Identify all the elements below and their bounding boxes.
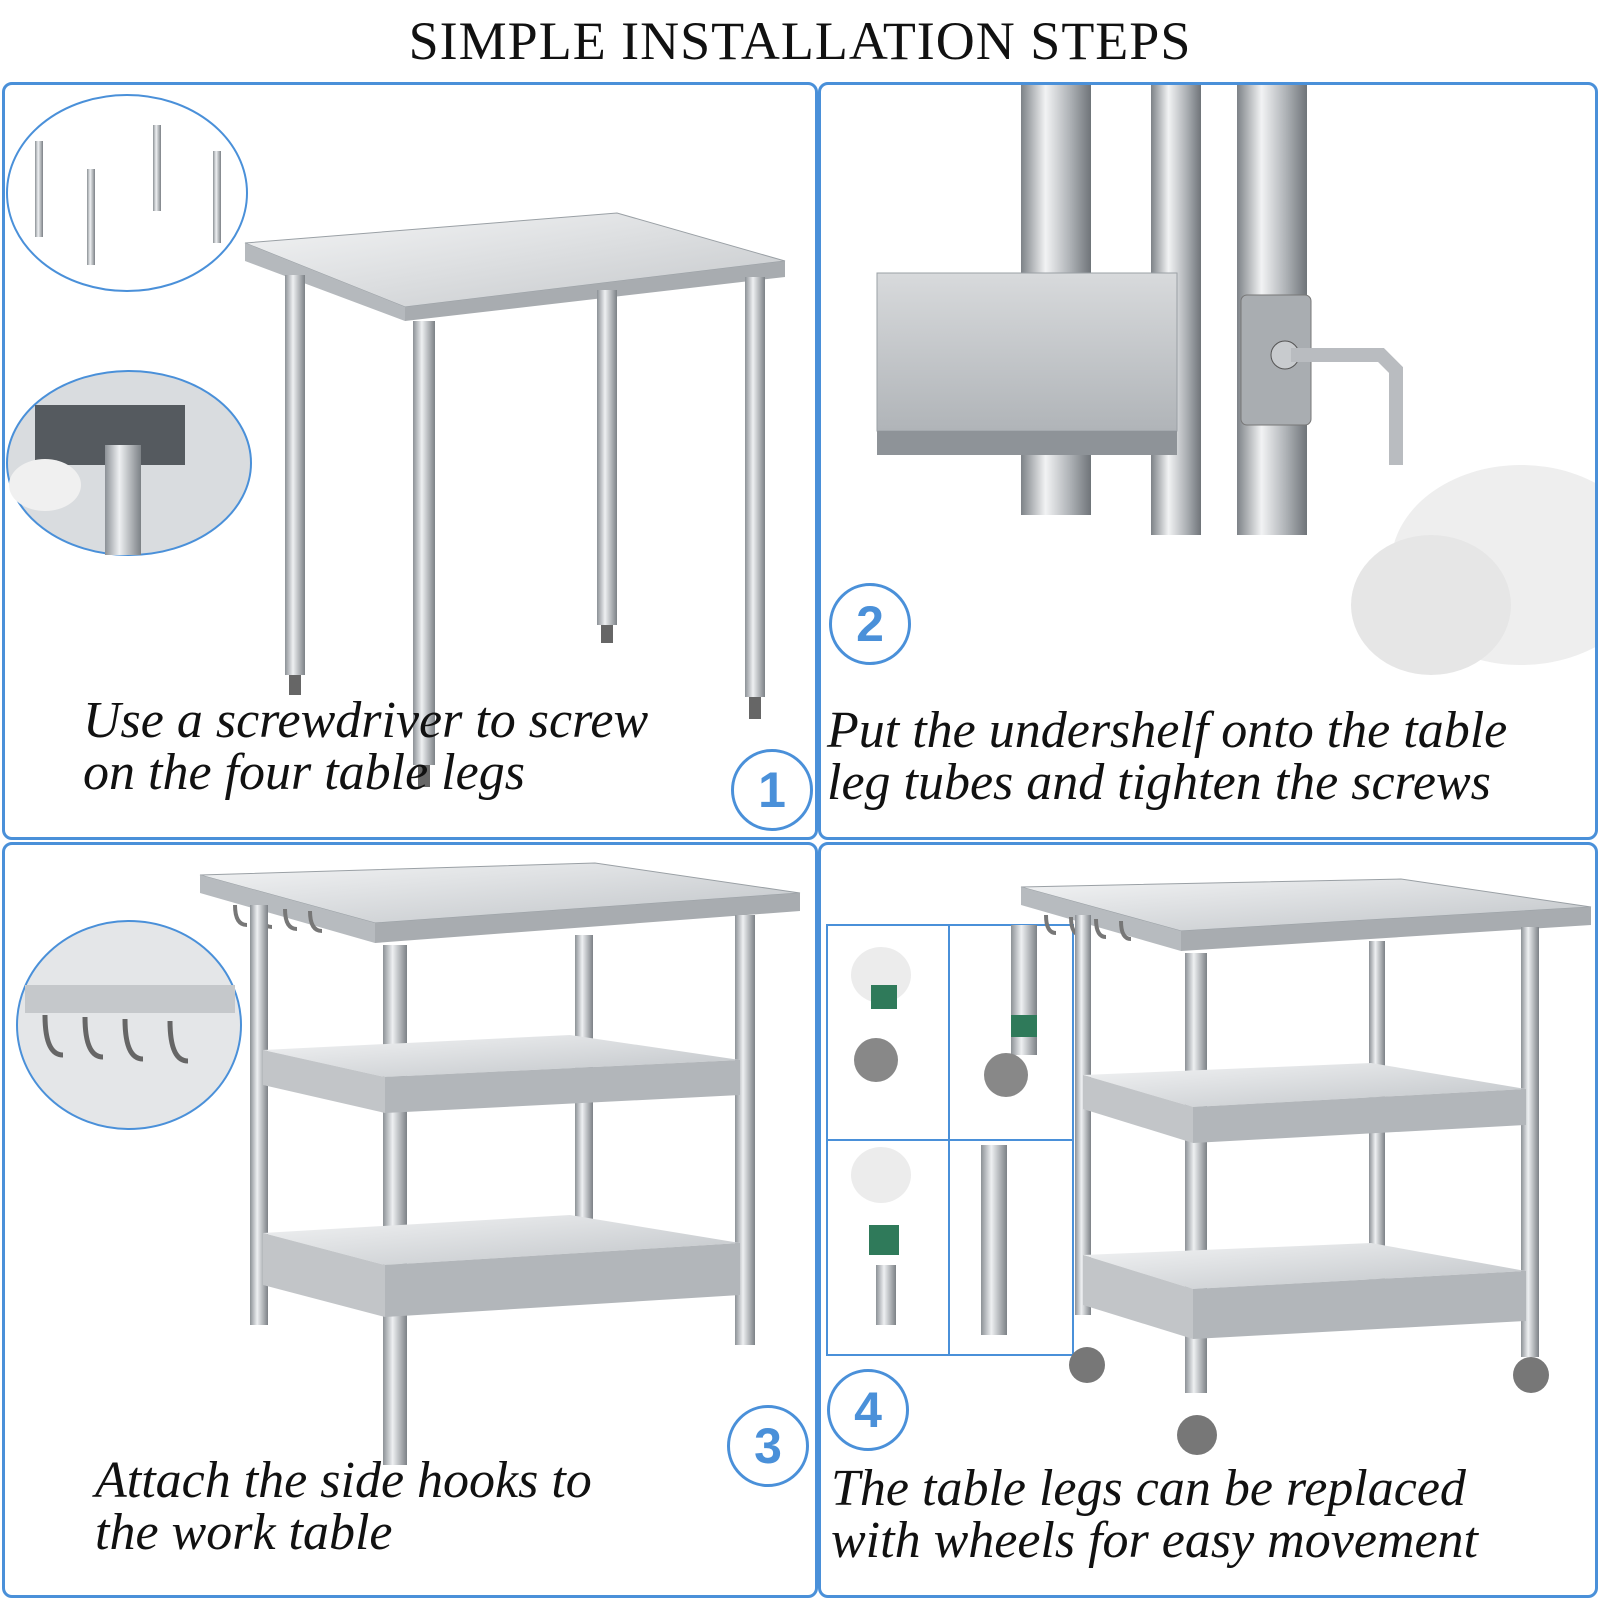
step-1-panel: Use a screwdriver to screw on the four t… — [2, 82, 818, 840]
step-4-number: 4 — [827, 1369, 909, 1451]
step-3-illustration — [16, 862, 801, 1465]
legs-zoom-circle — [6, 94, 248, 292]
step-4-illustration — [826, 878, 1592, 1455]
page-title: SIMPLE INSTALLATION STEPS — [408, 11, 1192, 71]
step-2-number: 2 — [829, 583, 911, 665]
step-2-caption: Put the undershelf onto the table leg tu… — [827, 702, 1508, 811]
step-4-caption: The table legs can be replaced with whee… — [831, 1460, 1478, 1569]
step-3-number: 3 — [727, 1405, 809, 1487]
hooks-zoom-circle — [16, 920, 242, 1130]
step-3-caption: Attach the side hooks to the work table — [95, 1452, 592, 1561]
step-1-illustration — [6, 94, 786, 787]
step-4-panel: 4 The table legs can be replaced with wh… — [818, 842, 1598, 1598]
step-1-number: 1 — [731, 749, 813, 831]
step-1-caption: Use a screwdriver to screw on the four t… — [83, 692, 649, 801]
step-2-panel: 2 Put the undershelf onto the table leg … — [818, 82, 1598, 840]
step-3-panel: 3 Attach the side hooks to the work tabl… — [2, 842, 818, 1598]
wheel-inset-grid — [826, 924, 1074, 1356]
